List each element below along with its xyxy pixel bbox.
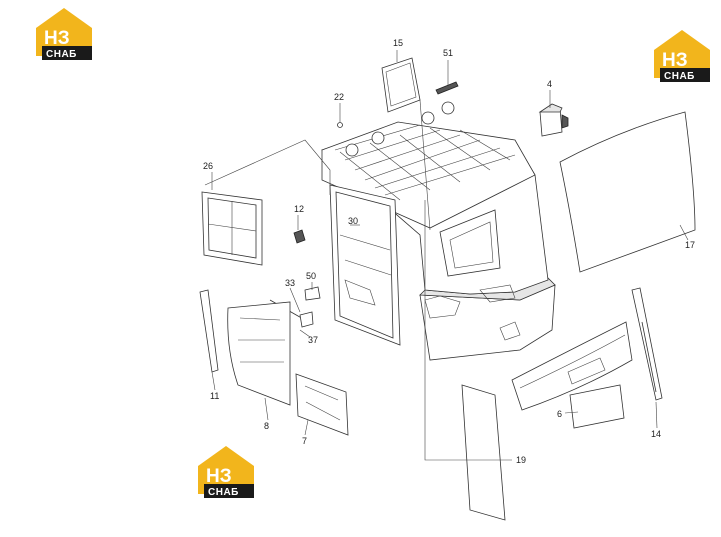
callout-7: 7 xyxy=(302,436,307,446)
callout-15: 15 xyxy=(393,38,403,48)
part-11-pillar-trim xyxy=(199,289,219,373)
part-51-bracket xyxy=(435,81,459,95)
brand-logo: НЗ СНАБ xyxy=(198,446,254,498)
callout-17: 17 xyxy=(685,240,695,250)
callout-6: 6 xyxy=(557,409,562,419)
part-4-tank xyxy=(538,103,569,137)
logo-top-text: НЗ xyxy=(44,28,70,49)
callout-4: 4 xyxy=(547,79,552,89)
callout-37: 37 xyxy=(308,335,318,345)
logo-bottom-text: СНАБ xyxy=(664,71,695,82)
logo-bottom-text: СНАБ xyxy=(46,49,77,60)
callout-11: 11 xyxy=(210,391,219,401)
cab-frame xyxy=(321,101,556,361)
part-17-rear-glass xyxy=(559,111,696,273)
part-12-hinge xyxy=(293,229,306,244)
callout-12: 12 xyxy=(294,204,304,214)
callout-50: 50 xyxy=(306,271,316,281)
callout-51: 51 xyxy=(443,48,453,58)
logo-bottom-text: СНАБ xyxy=(208,487,239,498)
part-7-panel xyxy=(295,373,349,436)
part-6-front-console xyxy=(511,321,633,429)
door-frame xyxy=(329,184,401,346)
callout-22: 22 xyxy=(334,92,344,102)
part-22-screw xyxy=(337,122,343,128)
callout-19: 19 xyxy=(516,455,526,465)
leader-lines xyxy=(204,50,689,461)
part-50-handle xyxy=(304,286,321,301)
logo-top-text: НЗ xyxy=(206,466,232,487)
part-8-lower-panel xyxy=(227,301,291,406)
callout-26: 26 xyxy=(203,161,213,171)
callout-8: 8 xyxy=(264,421,269,431)
callout-30: 30 xyxy=(348,216,358,226)
callout-14: 14 xyxy=(651,429,661,439)
callout-33: 33 xyxy=(285,278,295,288)
brand-logo: НЗ СНАБ xyxy=(36,8,92,60)
part-19-glass xyxy=(461,384,506,521)
logo-top-text: НЗ xyxy=(662,50,688,71)
brand-logo: НЗ СНАБ xyxy=(654,30,710,82)
part-14-strip xyxy=(631,287,663,401)
part-26-side-window xyxy=(201,191,263,266)
